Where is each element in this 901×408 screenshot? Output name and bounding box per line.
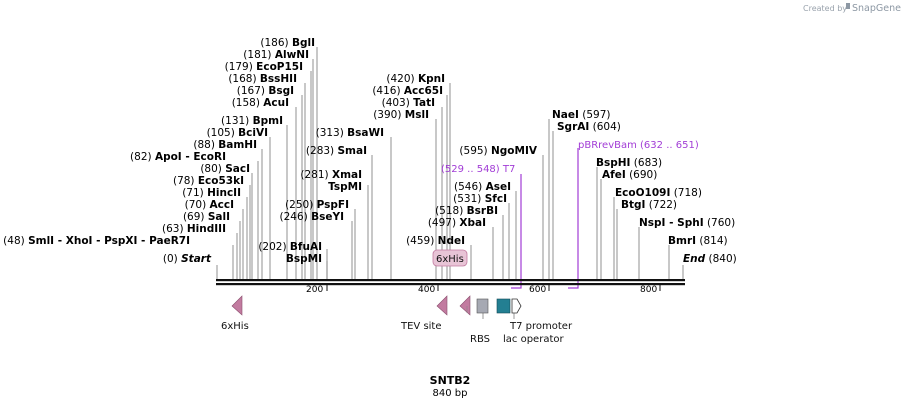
enzyme-label-asei: (546) AseI [454,181,511,193]
enzyme-label-sgrai: SgrAI (604) [557,121,621,133]
feature-label: lac operator [503,334,564,345]
enzyme-label-ecoo109i: EcoO109I (718) [615,187,702,199]
enzyme-label-apoi: (82) ApoI - EcoRI [130,151,226,163]
feature-rbs-box-icon [476,298,489,319]
feature-label: TEV site [400,321,442,332]
enzyme-label-hincii: (71) HincII [182,187,241,199]
tick-label: 600 [529,285,546,295]
feature-label: T7 promoter [509,321,573,332]
credit-prefix: Created by [803,4,847,13]
enzyme-label-sali: (69) SalI [183,211,230,223]
enzyme-label-acc65i: (416) Acc65I [372,85,443,97]
tick-label: 800 [640,285,657,295]
enzyme-label-smli: (48) SmlI - XhoI - PspXI - PaeR7I [3,235,190,247]
enzyme-label-alwni: (181) AlwNI [243,49,309,61]
start-label: (0) Start [163,253,212,265]
enzyme-label-bspmi: BspMI [286,253,322,265]
tick-label: 200 [306,285,323,295]
enzyme-label-bseyi: (246) BseYI [280,211,344,223]
enzyme-label-sfci: (531) SfcI [453,193,507,205]
primer-label-t7: (529 .. 548) T7 [441,164,515,175]
feature-label: 6xHis [221,321,249,332]
enzyme-label-nspi: NspI - SphI (760) [639,217,735,229]
feature-tev-arrow-icon [436,295,448,316]
his-tag-label: 6xHis [436,254,464,265]
primer-label-pbrrevbam: pBRrevBam (632 .. 651) [578,140,699,151]
enzyme-label-bsgi: (167) BsgI [237,85,294,97]
enzyme-label-ngomiv: (595) NgoMIV [459,145,537,157]
enzyme-label-bfuai: (202) BfuAI [258,241,322,253]
enzyme-label-btgi: BtgI (722) [621,199,677,211]
enzyme-label-bsawi: (313) BsaWI [316,127,384,139]
enzyme-label-kpni: (420) KpnI [386,73,445,85]
feature-label: RBS [470,334,490,345]
enzyme-leader-lines [216,47,684,280]
feature-6xhis-arrow-icon [231,295,243,316]
snapgene-logo-icon [846,3,850,9]
enzyme-label-pspfi: (250) PspFI [285,199,349,211]
tick-label: 400 [418,285,435,295]
enzyme-label-eco53ki: (78) Eco53kI [173,175,244,187]
scale-ticks [326,285,661,291]
enzyme-label-afei: AfeI (690) [602,169,657,181]
his-tag-badge [432,249,468,267]
enzyme-label-smai: (283) SmaI [306,145,367,157]
enzyme-label-saci: (80) SacI [200,163,250,175]
enzyme-label-xbai: (497) XbaI [428,217,486,229]
map-title: SNTB2 [430,374,471,387]
enzyme-label-ndei: (459) NdeI [406,235,465,247]
enzyme-label-tati: (403) TatI [382,97,435,109]
enzyme-label-bcivi: (105) BciVI [207,127,268,139]
enzyme-label-acci: (70) AccI [185,199,234,211]
primer-arrows [511,148,579,289]
enzyme-label-bsphi: BspHI (683) [596,157,662,169]
enzyme-label-tspmi: TspMI [328,181,362,193]
credit-brand: SnapGene [852,3,901,14]
map-size: 840 bp [433,388,468,399]
enzyme-label-ecop15i: (179) EcoP15I [225,61,303,73]
enzyme-label-naei: NaeI (597) [552,109,610,121]
enzyme-label-bsshii: (168) BssHII [228,73,297,85]
feature-t7-promoter-box-icon [496,298,511,314]
enzyme-label-hindiii: (63) HindIII [162,223,226,235]
end-label: End (840) [683,253,737,265]
backbone [216,279,685,286]
enzyme-label-bamhi: (88) BamHI [193,139,257,151]
enzyme-label-acui: (158) AcuI [232,97,289,109]
feature-6xhis-2-arrow-icon [459,295,471,316]
enzyme-label-bpmi: (131) BpmI [221,115,283,127]
enzyme-label-bmri: BmrI (814) [668,235,728,247]
enzyme-label-msli: (390) MslI [373,109,429,121]
enzyme-label-xmai: (281) XmaI [300,169,362,181]
enzyme-label-bgli: (186) BglI [260,37,315,49]
feature-lac-operator-arrow-icon [511,298,522,319]
enzyme-label-bsrbi: (518) BsrBI [435,205,498,217]
